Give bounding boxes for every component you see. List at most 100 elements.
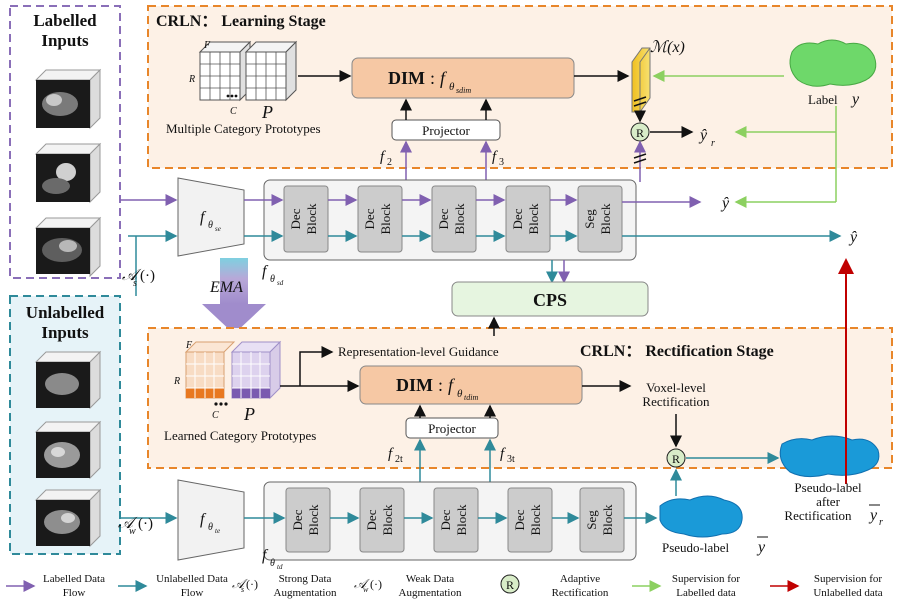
dec-block	[359, 487, 405, 553]
strong-aug-arg: (·)	[140, 268, 155, 284]
legend-sup-lab-l1: Supervision for	[672, 573, 740, 585]
dim-rectification-label: DIM	[396, 375, 433, 395]
learning-arrows	[298, 70, 837, 208]
teacher-network: f θ te f θ td Dec Block Dec Block Dec Bl…	[177, 479, 637, 571]
dim-rectification-box	[359, 365, 583, 405]
weak-aug-arg: (·)	[138, 516, 153, 532]
dim-f-symbol: f	[440, 68, 448, 88]
weak-aug-index: w	[129, 526, 136, 537]
dec-block-label-l2: Block	[452, 203, 467, 235]
seg-block-label-l1: Seg	[584, 510, 599, 530]
dim-theta: θ	[457, 388, 463, 400]
learned-prototype-grid	[184, 340, 282, 406]
ct-slice-image	[34, 488, 102, 548]
f3-label: f	[492, 149, 498, 165]
seg-block	[579, 487, 625, 553]
voxel-rectification-l1: Voxel-level	[646, 380, 706, 395]
legend-adaptive-l1: Adaptive	[560, 573, 600, 585]
dim-colon: :	[438, 375, 443, 395]
pseudo-after-l3: Rectification	[784, 508, 852, 523]
dec-block-label-l1: Dec	[438, 509, 453, 530]
adaptive-rectification-stage	[666, 448, 686, 468]
student-encoder-f: f	[200, 209, 207, 226]
dim-colon: :	[430, 68, 435, 88]
dim-learning-box	[351, 57, 575, 99]
dec-block	[283, 185, 329, 253]
pseudo-label-shape	[659, 495, 743, 538]
teacher-decoder-f: f	[262, 547, 269, 564]
learning-stage: CRLN： Learning Stage F R C P Multiple Ca…	[147, 5, 893, 169]
dim-sub-index: sdim	[456, 86, 471, 95]
f2t-label: f	[388, 446, 394, 462]
dec-block-label-l2: Block	[528, 504, 543, 536]
yhat-student: ŷ	[720, 195, 730, 212]
student-encoder	[177, 177, 245, 257]
learned-prototypes-caption: Learned Category Prototypes	[164, 428, 316, 443]
seg-block-label-l2: Block	[600, 504, 615, 536]
legend-labelled-flow-l2: Flow	[63, 587, 86, 599]
projector-rectification-label: Projector	[428, 421, 476, 436]
ema-label: EMA	[209, 279, 243, 296]
dim-sub-index: tdim	[464, 393, 478, 402]
weak-aug-symbol: 𝒜	[118, 515, 138, 532]
seg-block-label-l2: Block	[598, 203, 613, 235]
dec-block-label-l1: Dec	[364, 509, 379, 530]
strong-aug-symbol: 𝒜	[122, 267, 142, 284]
legend-strong-arg: (·)	[246, 577, 258, 591]
rectification-stage-title: CRLN： Rectification Stage	[580, 343, 774, 360]
cps-box	[451, 281, 649, 317]
axis-p-label: P	[261, 102, 273, 122]
legend-unlabelled-flow-l2: Flow	[181, 587, 204, 599]
dec-block-label-l1: Dec	[512, 509, 527, 530]
labelled-inputs-title-l1: Labelled	[33, 11, 97, 30]
dec-block-label-l1: Dec	[288, 208, 303, 229]
student-encoder-index: se	[215, 225, 221, 233]
dec-block-label-l2: Block	[378, 203, 393, 235]
dec-block	[505, 185, 551, 253]
f2t-index: 2t	[395, 454, 403, 465]
projector-learning-box	[391, 119, 501, 141]
pseudo-after-var: y	[868, 507, 878, 524]
student-decoder-theta: θ	[270, 274, 275, 285]
legend: Labelled Data Flow Unlabelled Data Flow …	[6, 573, 883, 599]
dec-block-label-l2: Block	[380, 504, 395, 536]
legend-weak-l2: Augmentation	[399, 587, 462, 599]
f3-index: 3	[499, 157, 504, 168]
legend-sup-unlab-l2: Unlabelled data	[813, 587, 882, 599]
ct-slice-image	[34, 420, 102, 480]
student-flows	[120, 194, 842, 296]
legend-r-icon	[500, 574, 520, 594]
unlabelled-inputs-title-l2: Inputs	[41, 323, 89, 342]
dim-theta: θ	[449, 81, 455, 93]
axis-p-label: P	[243, 404, 255, 424]
mask-label: ℳ(x)	[650, 39, 685, 56]
label-shape	[789, 39, 877, 87]
dec-block-label-l1: Dec	[290, 509, 305, 530]
ct-slice-image	[34, 216, 102, 278]
seg-block-label-l1: Seg	[582, 209, 597, 229]
cps-label: CPS	[533, 290, 567, 310]
dec-block-label-l1: Dec	[362, 208, 377, 229]
f2-label: f	[380, 149, 386, 165]
legend-strong-l2: Augmentation	[274, 587, 337, 599]
axis-r-label: R	[188, 74, 195, 85]
legend-weak-l1: Weak Data	[406, 573, 454, 585]
dec-block-label-l2: Block	[454, 504, 469, 536]
dim-learning-label: DIM	[388, 68, 425, 88]
dec-block-label-l1: Dec	[436, 208, 451, 229]
yhat-final: ŷ	[848, 229, 858, 246]
dec-block-label-l2: Block	[304, 203, 319, 235]
pseudo-label-var: y	[756, 539, 766, 556]
dim-f-symbol: f	[448, 375, 456, 395]
axis-f-label: F	[185, 340, 193, 351]
legend-weak-symbol: 𝒜	[354, 576, 370, 591]
axis-c-label: C	[230, 106, 237, 117]
axis-f-label: F	[203, 40, 211, 51]
dec-block-label-l1: Dec	[510, 208, 525, 229]
ct-slice-image	[34, 142, 102, 204]
rectified-pseudo-label-shape	[779, 435, 880, 478]
axis-c-label: C	[212, 410, 219, 421]
legend-adaptive-l2: Rectification	[552, 587, 609, 599]
